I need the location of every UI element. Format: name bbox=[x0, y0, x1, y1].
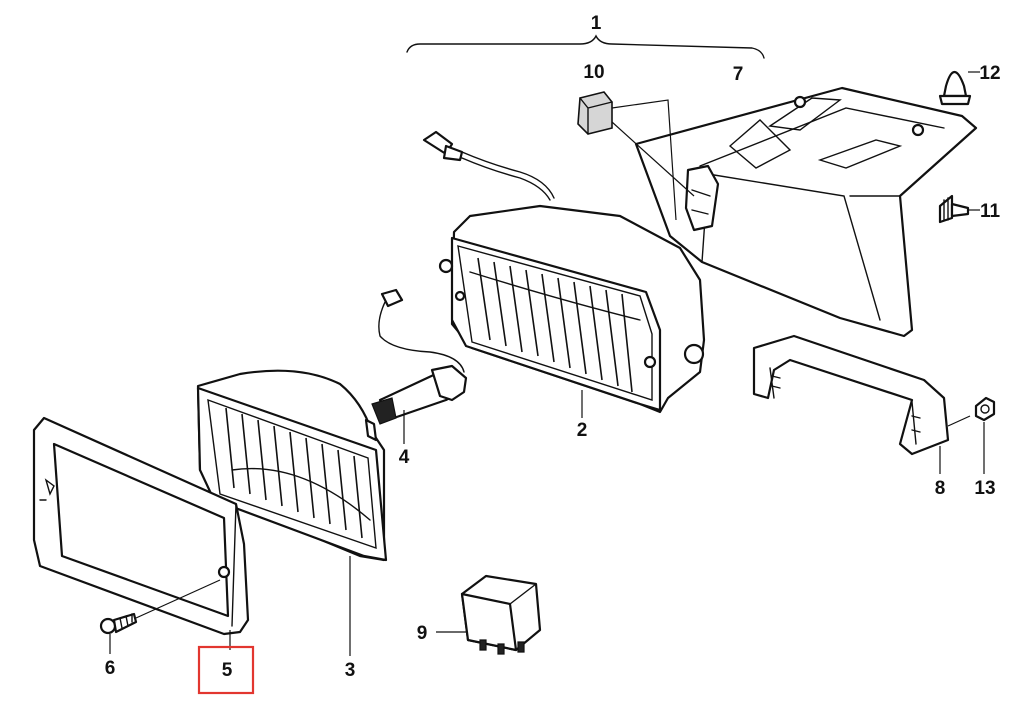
part-5-trim-frame bbox=[32, 416, 250, 636]
part-6-screw bbox=[99, 612, 138, 635]
callout-9: 9 bbox=[417, 623, 428, 644]
callout-3: 3 bbox=[345, 660, 356, 681]
callout-7: 7 bbox=[733, 64, 744, 85]
callout-11: 11 bbox=[980, 201, 1001, 222]
highlight-box bbox=[197, 645, 255, 695]
part-10-clip-nut bbox=[577, 91, 613, 135]
part-13-nut bbox=[974, 396, 996, 422]
callout-2: 2 bbox=[577, 420, 588, 441]
housing-cable bbox=[422, 130, 555, 201]
part-7-mounting-bracket bbox=[634, 86, 978, 338]
part-11-screw bbox=[938, 194, 970, 224]
callout-6: 6 bbox=[105, 658, 116, 679]
callout-8: 8 bbox=[935, 478, 946, 499]
callout-12: 12 bbox=[979, 63, 1000, 84]
part-8-lower-bracket bbox=[752, 334, 950, 456]
bracket-clip bbox=[684, 164, 720, 232]
leader-10b bbox=[611, 121, 695, 197]
assembly-bracket bbox=[406, 34, 765, 59]
part-4-bulb bbox=[371, 288, 468, 425]
leader-6 bbox=[135, 579, 221, 619]
part-3-lens bbox=[196, 369, 388, 562]
callout-13: 13 bbox=[974, 478, 995, 499]
leader-10 bbox=[611, 99, 677, 221]
callout-4: 4 bbox=[399, 447, 410, 468]
part-2-fog-light-housing bbox=[438, 204, 706, 414]
leader-8b bbox=[947, 415, 971, 427]
part-12-push-rivet bbox=[938, 70, 972, 106]
callout-1: 1 bbox=[591, 13, 602, 34]
callout-5: 5 bbox=[222, 660, 233, 681]
callout-10: 10 bbox=[583, 62, 604, 83]
part-9-relay bbox=[460, 574, 542, 655]
